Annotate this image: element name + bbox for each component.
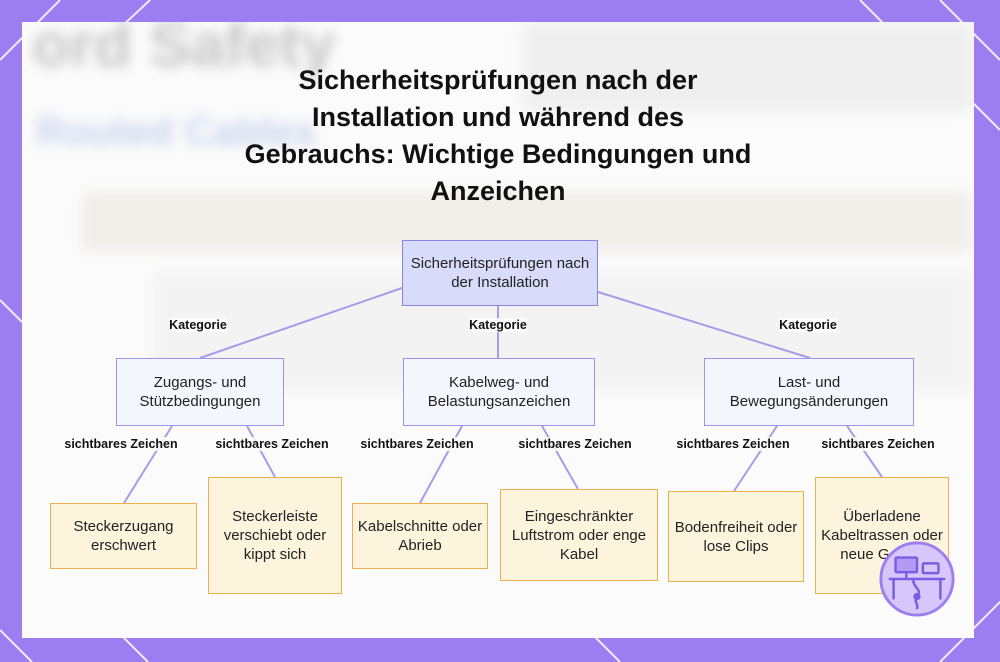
leaf-node-cable-cuts: Kabelschnitte oder Abrieb [352, 503, 488, 569]
root-node: Sicherheitsprüfungen nach der Installati… [402, 240, 598, 306]
edge-label-category-1: Kategorie [169, 318, 227, 332]
category-label: Last- und Bewegungsänderungen [705, 373, 913, 411]
category-node-cable-routing: Kabelweg- und Belastungsanzeichen [403, 358, 595, 426]
category-node-access-support: Zugangs- und Stützbedingungen [116, 358, 284, 426]
edge-cat3-leaf-6 [847, 426, 882, 477]
edge-cat3-leaf-5 [734, 426, 777, 491]
edge-cat2-leaf-4 [542, 426, 578, 489]
edge-root-cat-1 [200, 288, 402, 358]
leaf-label: Bodenfreiheit oder lose Clips [669, 518, 803, 556]
root-node-label: Sicherheitsprüfungen nach der Installati… [403, 254, 597, 292]
leaf-label: Steckerleiste verschiebt oder kippt sich [209, 507, 341, 564]
edge-label-category-3: Kategorie [779, 318, 837, 332]
desk-workstation-logo-icon [878, 540, 956, 618]
leaf-label: Kabelschnitte oder Abrieb [353, 517, 487, 555]
leaf-node-plug-access: Steckerzugang erschwert [50, 503, 197, 569]
edge-label-sign-3: sichtbares Zeichen [360, 437, 473, 451]
edge-label-sign-1: sichtbares Zeichen [64, 437, 177, 451]
leaf-node-power-strip-shift: Steckerleiste verschiebt oder kippt sich [208, 477, 342, 594]
edge-label-sign-2: sichtbares Zeichen [215, 437, 328, 451]
edge-cat1-leaf-2 [247, 426, 275, 477]
diagram-canvas: ord Safety Routed Cables Sicherheitsprüf… [22, 22, 974, 638]
edge-label-category-2: Kategorie [469, 318, 527, 332]
category-label: Kabelweg- und Belastungsanzeichen [404, 373, 594, 411]
leaf-node-floor-clearance: Bodenfreiheit oder lose Clips [668, 491, 804, 582]
category-node-load-movement: Last- und Bewegungsänderungen [704, 358, 914, 426]
leaf-label: Steckerzugang erschwert [51, 517, 196, 555]
edge-label-sign-5: sichtbares Zeichen [676, 437, 789, 451]
category-label: Zugangs- und Stützbedingungen [117, 373, 283, 411]
leaf-label: Eingeschränkter Luftstrom oder enge Kabe… [501, 507, 657, 564]
edge-label-sign-6: sichtbares Zeichen [821, 437, 934, 451]
leaf-node-airflow: Eingeschränkter Luftstrom oder enge Kabe… [500, 489, 658, 581]
edge-label-sign-4: sichtbares Zeichen [518, 437, 631, 451]
